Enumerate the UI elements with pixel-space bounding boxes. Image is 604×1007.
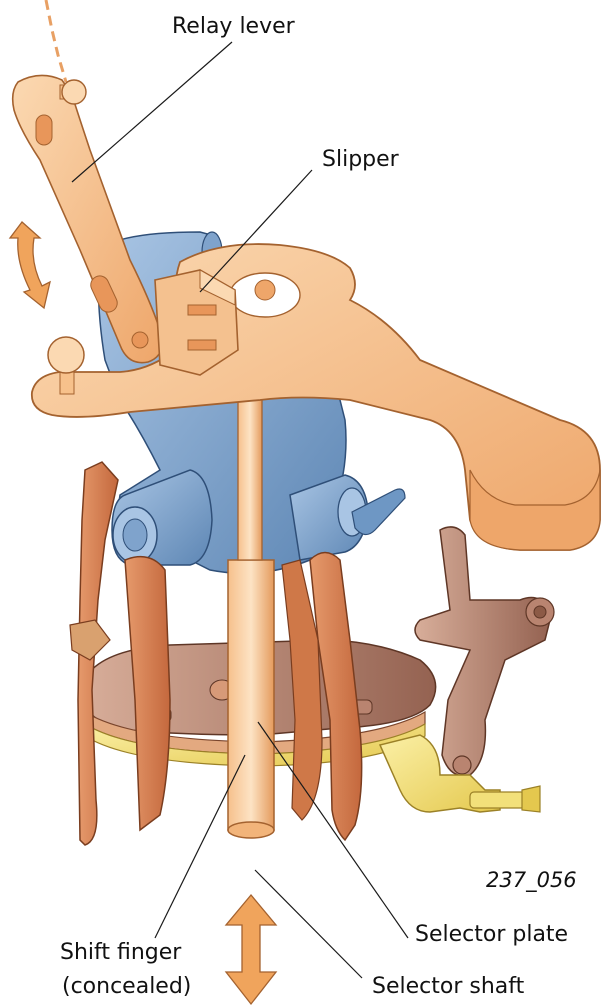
figure-number: 237_056 [486, 868, 577, 892]
label-shift-finger-note: (concealed) [62, 974, 191, 999]
label-slipper: Slipper [322, 147, 399, 172]
linkage-dashed-line [46, 0, 66, 82]
label-selector-shaft: Selector shaft [372, 974, 524, 999]
label-selector-plate: Selector plate [415, 922, 568, 947]
rear-selector-fork [415, 527, 554, 776]
relay-lever [13, 75, 163, 362]
double-vertical-arrow-icon [226, 895, 276, 1004]
double-curved-arrow-icon [10, 222, 50, 308]
label-relay-lever: Relay lever [172, 14, 295, 39]
label-shift-finger: Shift finger [60, 940, 181, 965]
